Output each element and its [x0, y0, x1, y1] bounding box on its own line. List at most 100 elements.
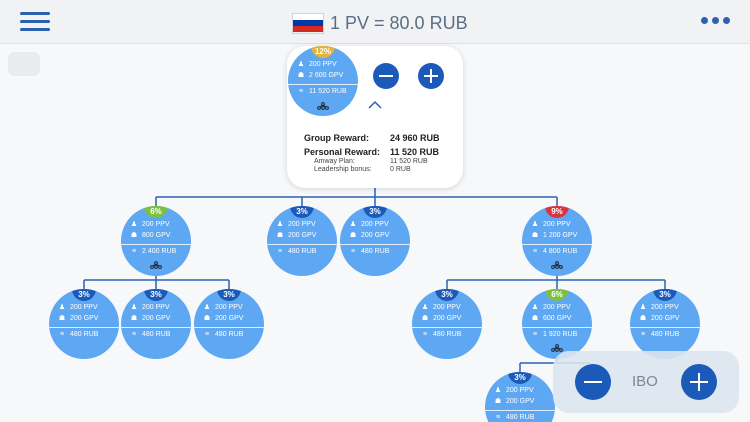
- ppv-value: 200 PPV: [543, 221, 571, 228]
- ppv-value: 200 PPV: [215, 304, 243, 311]
- group-icon: ☗: [531, 232, 539, 239]
- downline-node[interactable]: 6%♟200 PPV☗600 GPV≡1 920 RUB: [522, 289, 592, 359]
- ppv-value: 200 PPV: [309, 61, 337, 68]
- person-icon: ♟: [297, 61, 305, 68]
- ppv-stat: ♟ 200 PPV: [531, 220, 571, 228]
- group-icon: ☗: [58, 315, 66, 322]
- gpv-value: 200 GPV: [215, 315, 244, 322]
- tree-structure-icon[interactable]: [551, 344, 563, 352]
- gpv-stat: ☗800 GPV: [130, 231, 171, 239]
- amway-plan-value: 11 520 RUB: [390, 158, 428, 165]
- downline-node[interactable]: 3%♟200 PPV☗200 GPV≡480 RUB: [485, 372, 555, 422]
- ppv-stat: ♟200 PPV: [531, 303, 571, 311]
- gpv-value: 200 GPV: [651, 315, 680, 322]
- rub-stat: ≡480 RUB: [130, 331, 170, 338]
- downline-node[interactable]: 3%♟200 PPV☗200 GPV≡480 RUB: [49, 289, 119, 359]
- percent-badge: 3%: [144, 289, 168, 301]
- group-reward-row: Group Reward: 24 960 RUB: [304, 133, 454, 143]
- coins-icon: ≡: [350, 248, 356, 255]
- downline-node[interactable]: 9%♟200 PPV☗1 200 GPV≡4 800 RUB: [522, 206, 592, 276]
- rub-stat: ≡11 520 RUB: [297, 88, 347, 95]
- downline-node[interactable]: 3%♟200 PPV☗200 GPV≡480 RUB: [194, 289, 264, 359]
- rub-stat: ≡2 400 RUB: [130, 248, 176, 255]
- reward-summary: Group Reward: 24 960 RUB Personal Reward…: [304, 133, 454, 174]
- gpv-value: 200 GPV: [288, 232, 317, 239]
- gpv-stat: ☗200 GPV: [203, 314, 244, 322]
- ppv-stat: ♟200 PPV: [349, 220, 389, 228]
- person-icon: ♟: [639, 304, 647, 311]
- rub-value: 11 520 RUB: [309, 88, 347, 95]
- gpv-stat: ☗2 600 GPV: [297, 71, 343, 79]
- more-options-icon[interactable]: [701, 17, 730, 24]
- ibo-label: IBO: [632, 373, 658, 390]
- downline-node[interactable]: 3%♟200 PPV☗200 GPV≡480 RUB: [630, 289, 700, 359]
- ppv-value: 200 PPV: [543, 304, 571, 311]
- ppv-stat: ♟200 PPV: [276, 220, 316, 228]
- rub-value: 480 RUB: [506, 414, 535, 421]
- gpv-value: 1 200 GPV: [543, 232, 578, 239]
- coins-icon: ≡: [640, 331, 646, 338]
- page-title: 1 PV = 80.0 RUB: [330, 12, 468, 33]
- tree-structure-icon[interactable]: [317, 102, 329, 110]
- ppv-stat: ♟ 200 PPV: [297, 60, 337, 68]
- person-icon: ♟: [531, 221, 539, 228]
- rub-value: 480 RUB: [651, 331, 680, 338]
- personal-reward-value: 11 520 RUB: [390, 147, 440, 157]
- percent-badge: 3%: [508, 372, 532, 384]
- rub-value: 480 RUB: [70, 331, 99, 338]
- gpv-stat: ☗200 GPV: [349, 231, 390, 239]
- downline-node[interactable]: 3%♟200 PPV☗200 GPV≡480 RUB: [121, 289, 191, 359]
- gpv-stat: ☗200 GPV: [639, 314, 680, 322]
- downline-node[interactable]: 3%♟200 PPV☗200 GPV≡480 RUB: [412, 289, 482, 359]
- downline-node[interactable]: 6%♟200 PPV☗800 GPV≡2 400 RUB: [121, 206, 191, 276]
- personal-reward-label: Personal Reward:: [304, 147, 381, 157]
- tree-structure-icon[interactable]: [150, 261, 162, 269]
- rub-value: 1 920 RUB: [543, 331, 578, 338]
- group-reward-value: 24 960 RUB: [390, 133, 440, 143]
- group-icon: ☗: [531, 315, 539, 322]
- group-icon: ☗: [421, 315, 429, 322]
- selected-node[interactable]: 12% ♟200 PPV ☗2 600 GPV ≡11 520 RUB: [288, 46, 358, 116]
- rub-stat: ≡480 RUB: [203, 331, 243, 338]
- coins-icon: ≡: [204, 331, 210, 338]
- ppv-stat: ♟ 200 PPV: [494, 386, 534, 394]
- person-icon: ♟: [130, 221, 138, 228]
- rub-value: 480 RUB: [361, 248, 390, 255]
- chevron-up-icon[interactable]: [368, 100, 382, 110]
- rub-value: 480 RUB: [433, 331, 462, 338]
- downline-node[interactable]: 3% ♟200 PPV ☗ 200 GPV ≡480 RUB: [267, 206, 337, 276]
- person-icon: ♟: [421, 304, 429, 311]
- leadership-bonus-value: 0 RUB: [390, 166, 411, 173]
- ppv-value: 200 PPV: [288, 221, 316, 228]
- ppv-value: 200 PPV: [361, 221, 389, 228]
- ppv-stat: ♟200 PPV: [58, 303, 98, 311]
- add-ibo-button[interactable]: [681, 364, 717, 400]
- add-ppv-button[interactable]: [418, 63, 444, 89]
- ppv-stat: ♟200 PPV: [130, 303, 170, 311]
- gpv-stat: ☗ 600 GPV: [531, 314, 572, 322]
- gpv-value: 600 GPV: [543, 315, 572, 322]
- rub-stat: ≡4 800 RUB: [531, 248, 577, 255]
- downline-node[interactable]: 3%♟200 PPV☗200 GPV≡480 RUB: [340, 206, 410, 276]
- rub-stat: ≡ 480 RUB: [639, 331, 679, 338]
- ppv-value: 200 PPV: [506, 387, 534, 394]
- ppv-value: 200 PPV: [142, 221, 170, 228]
- flag-stripe-blue: [293, 19, 323, 27]
- russia-flag-icon: [292, 12, 324, 34]
- percent-badge: 3%: [290, 206, 314, 218]
- top-bar: 1 PV = 80.0 RUB: [0, 0, 750, 44]
- coins-icon: ≡: [532, 248, 538, 255]
- gpv-value: 200 GPV: [506, 398, 535, 405]
- personal-reward-row: Personal Reward: 11 520 RUB: [304, 147, 454, 157]
- group-icon: ☗: [276, 232, 284, 239]
- person-icon: ♟: [494, 387, 502, 394]
- gpv-stat: ☗ 1 200 GPV: [531, 231, 577, 239]
- rub-stat: ≡480 RUB: [276, 248, 316, 255]
- person-icon: ♟: [203, 304, 211, 311]
- leadership-bonus-label: Leadership bonus:: [314, 166, 372, 173]
- remove-ibo-button[interactable]: [575, 364, 611, 400]
- menu-icon[interactable]: [20, 10, 50, 34]
- tree-structure-icon[interactable]: [551, 261, 563, 269]
- remove-ppv-button[interactable]: [373, 63, 399, 89]
